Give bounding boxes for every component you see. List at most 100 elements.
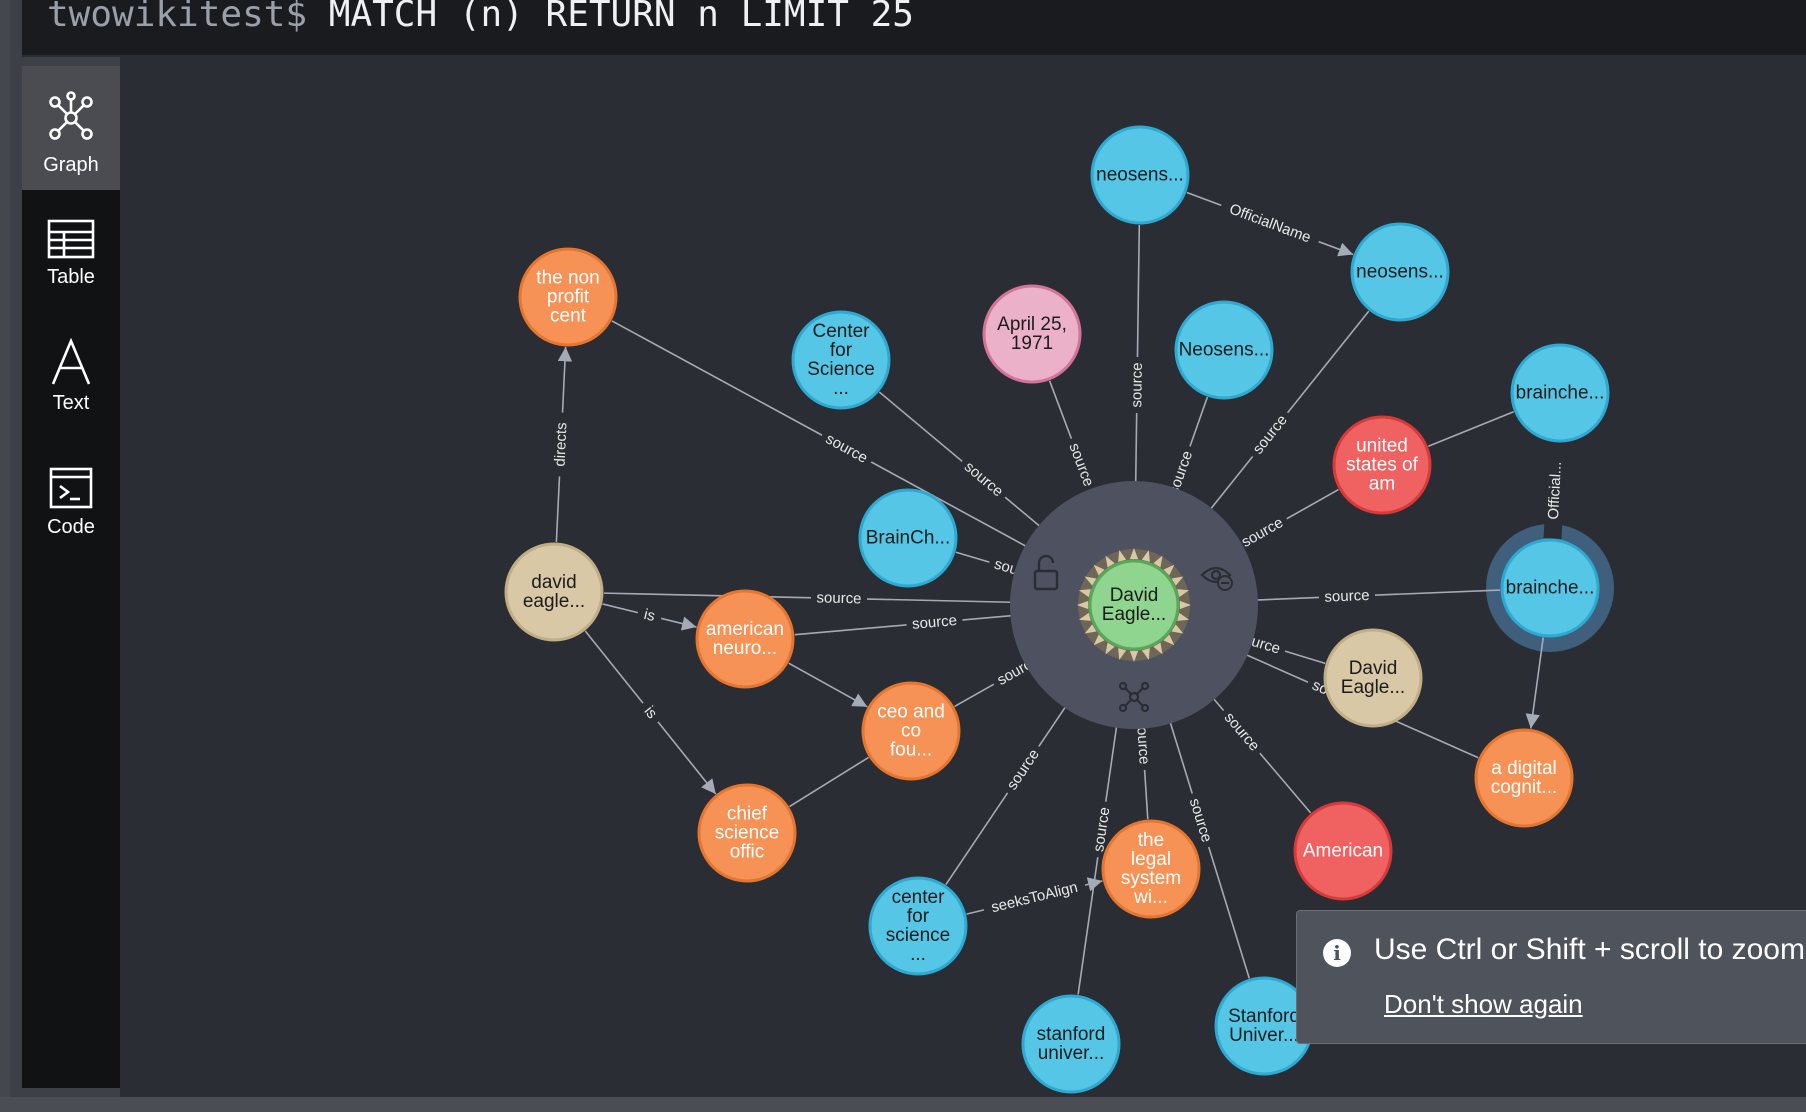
relationship-edge[interactable]: is: [602, 603, 697, 631]
node-label: April 25,: [997, 314, 1067, 335]
node-circle[interactable]: [504, 542, 604, 642]
node-label: american: [706, 619, 784, 640]
graph-node-digital[interactable]: a digitalcognit...: [1474, 728, 1574, 828]
expand-node-icon[interactable]: [1118, 681, 1150, 713]
node-label: Science: [807, 359, 875, 380]
node-label: a digital: [1491, 758, 1557, 779]
relationship-edge[interactable]: [789, 756, 869, 808]
node-circle[interactable]: [695, 589, 795, 689]
relationship-edge[interactable]: source: [794, 609, 1075, 636]
relationship-line[interactable]: [1428, 411, 1514, 447]
edge-label: source: [1186, 796, 1216, 844]
graph-node-brainch-left[interactable]: BrainCh...: [858, 488, 958, 588]
zoom-hint-toast: i Use Ctrl or Shift + scroll to zoom Don…: [1296, 910, 1806, 1044]
node-circle[interactable]: [1350, 222, 1450, 322]
relationship-edge[interactable]: Official...: [1543, 442, 1567, 539]
relationship-line[interactable]: [789, 756, 869, 808]
node-label: the non: [536, 268, 599, 289]
node-label: united: [1356, 436, 1408, 457]
selection-spike: [1141, 648, 1150, 661]
relationship-edge[interactable]: OfficialName: [1186, 191, 1354, 257]
edge-label-background: [1245, 407, 1295, 463]
node-circle[interactable]: [1090, 125, 1190, 225]
selection-spike: [1078, 612, 1091, 621]
graph-node-neosens3[interactable]: Neosens...: [1174, 300, 1274, 400]
graph-node-brainch-lower[interactable]: brainche...: [1500, 538, 1600, 638]
graph-node-american[interactable]: American: [1293, 801, 1393, 901]
edge-label: is: [642, 606, 657, 625]
graph-node-center-sci[interactable]: CenterforScience...: [791, 310, 891, 410]
graph-node-david-left[interactable]: davideagle...: [504, 542, 604, 642]
node-label: states of: [1346, 455, 1419, 476]
selection-spike: [1163, 564, 1175, 576]
node-label: BrainCh...: [866, 528, 950, 549]
node-label: legal: [1131, 849, 1171, 870]
relationship-edge[interactable]: source: [1077, 664, 1127, 995]
dont-show-again-link[interactable]: Don't show again: [1384, 989, 1583, 1019]
edge-label-background: [1543, 442, 1567, 539]
view-tab-code[interactable]: Code: [22, 438, 120, 562]
node-circle[interactable]: [1332, 415, 1432, 515]
node-circle[interactable]: [1323, 628, 1423, 728]
node-circle[interactable]: [1088, 559, 1180, 651]
toast-message: Use Ctrl or Shift + scroll to zoom: [1374, 933, 1805, 966]
node-circle[interactable]: [858, 488, 958, 588]
graph-icon: [49, 91, 93, 140]
relationship-edge[interactable]: is: [584, 630, 717, 795]
graph-node-brainch-upper[interactable]: brainche...: [1510, 343, 1610, 443]
node-circle[interactable]: [791, 310, 891, 410]
relationship-edge[interactable]: [1428, 411, 1514, 447]
graph-node-david-center[interactable]: DavidEagle...: [1077, 548, 1191, 662]
view-tab-table[interactable]: Table: [22, 190, 120, 314]
relationship-line[interactable]: [1525, 637, 1545, 729]
edge-label: source: [911, 612, 957, 633]
graph-node-center-sci2[interactable]: centerforscience...: [868, 876, 968, 976]
graph-node-neosens1[interactable]: neosens...: [1090, 125, 1190, 225]
graph-node-neosens2[interactable]: neosens...: [1350, 222, 1450, 322]
node-circle[interactable]: [1101, 819, 1201, 919]
node-circle[interactable]: [697, 783, 797, 883]
node-circle[interactable]: [868, 876, 968, 976]
node-circle[interactable]: [1500, 538, 1600, 638]
node-circle[interactable]: [1293, 801, 1393, 901]
node-circle[interactable]: [861, 681, 961, 781]
edge-label-background: [1318, 586, 1376, 607]
node-circle[interactable]: [518, 247, 618, 347]
query-editor[interactable]: twowikitest$ MATCH (n) RETURN n LIMIT 25: [22, 0, 1806, 57]
graph-node-amer-neuro[interactable]: americanneuro...: [695, 589, 795, 689]
node-label: brainche...: [1506, 578, 1595, 599]
relationship-edge[interactable]: [1525, 637, 1545, 729]
selection-spike: [1105, 555, 1115, 568]
node-circle[interactable]: [1474, 728, 1574, 828]
hide-node-icon[interactable]: [1200, 566, 1233, 591]
relationship-edge[interactable]: seeksToAlign: [966, 876, 1103, 919]
graph-node-ceo[interactable]: ceo andcofou...: [861, 681, 961, 781]
selection-spike: [1129, 548, 1139, 560]
relationship-edge[interactable]: [788, 662, 868, 708]
graph-visualization[interactable]: OfficialName source source source source sour…: [120, 57, 1806, 1097]
view-tab-text[interactable]: Text: [22, 314, 120, 438]
edge-label: source: [1128, 362, 1146, 407]
edge-label-background: [981, 876, 1088, 919]
graph-node-stanford1[interactable]: stanforduniver...: [1021, 994, 1121, 1094]
node-circle[interactable]: [1510, 343, 1610, 443]
node-circle[interactable]: [1021, 994, 1121, 1094]
view-tab-graph[interactable]: Graph: [22, 66, 120, 190]
selection-spike: [1163, 634, 1175, 646]
node-label: ceo and: [877, 702, 945, 723]
graph-node-david-right[interactable]: DavidEagle...: [1323, 628, 1423, 728]
node-circle[interactable]: [982, 284, 1082, 384]
unlock-icon[interactable]: [1033, 554, 1059, 591]
relationship-edge[interactable]: directs: [550, 346, 573, 543]
query-text[interactable]: MATCH (n) RETURN n LIMIT 25: [328, 0, 914, 35]
node-label: Stanford: [1228, 1006, 1300, 1027]
node-circle[interactable]: [1174, 300, 1274, 400]
relationship-line[interactable]: [788, 662, 868, 708]
graph-node-legal[interactable]: thelegalsystemwi...: [1101, 819, 1201, 919]
relationship-edge[interactable]: source: [603, 588, 1075, 609]
graph-node-april[interactable]: April 25,1971: [982, 284, 1082, 384]
edge-label: source: [816, 589, 861, 607]
